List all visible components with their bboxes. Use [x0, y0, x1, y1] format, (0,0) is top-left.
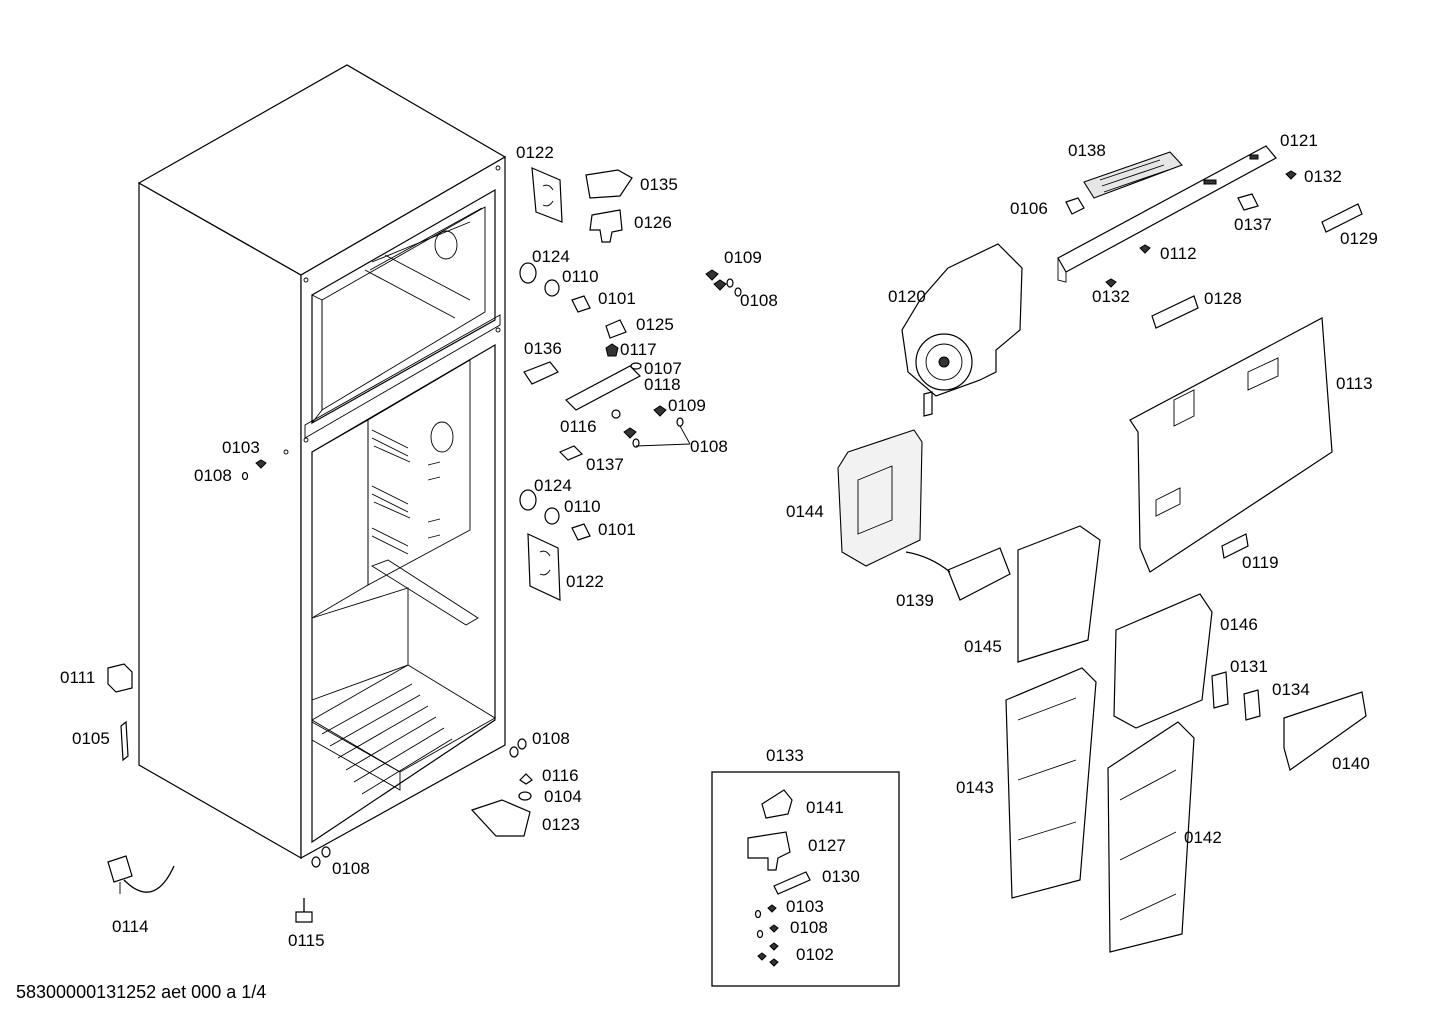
kit-box-frame — [711, 771, 900, 987]
label-0133: 0133 — [766, 746, 804, 765]
label-0138: 0138 — [1068, 141, 1106, 160]
label-0125: 0125 — [636, 315, 674, 334]
label-0102: 0102 — [796, 945, 834, 964]
part-labels: 0122 0135 0126 0124 0110 0101 0125 0109 … — [60, 131, 1378, 964]
label-0114: 0114 — [112, 917, 149, 936]
label-0101-bottom: 0101 — [598, 520, 636, 539]
label-0101-top: 0101 — [598, 289, 636, 308]
label-0124-top: 0124 — [532, 247, 570, 266]
label-0132-top: 0132 — [1304, 167, 1342, 186]
left-small-parts — [107, 167, 742, 923]
label-0140: 0140 — [1332, 754, 1370, 773]
right-parts — [837, 145, 1367, 953]
label-0108-bottom: 0108 — [332, 859, 370, 878]
label-0119: 0119 — [1242, 553, 1279, 572]
label-0129: 0129 — [1340, 229, 1378, 248]
label-0142: 0142 — [1184, 828, 1222, 847]
label-0145: 0145 — [964, 637, 1002, 656]
label-0113: 0113 — [1336, 374, 1373, 393]
label-0103-kit: 0103 — [786, 897, 824, 916]
refrigerator-cabinet — [137, 64, 507, 860]
label-0134: 0134 — [1272, 680, 1310, 699]
label-0104: 0104 — [544, 787, 582, 806]
label-0122-bottom: 0122 — [566, 572, 604, 591]
label-0108-mid: 0108 — [690, 437, 728, 456]
label-0107: 0107 — [644, 359, 682, 378]
label-0116-mid: 0116 — [560, 417, 597, 436]
label-0106: 0106 — [1010, 199, 1048, 218]
kit-box-0133 — [711, 771, 900, 987]
label-0123: 0123 — [542, 815, 580, 834]
label-0117: 0117 — [620, 340, 657, 359]
label-0103-left: 0103 — [222, 438, 260, 457]
label-0121: 0121 — [1280, 131, 1318, 150]
label-0131: 0131 — [1230, 657, 1268, 676]
label-0135: 0135 — [640, 175, 678, 194]
label-0136: 0136 — [524, 339, 562, 358]
label-0111: 0111 — [60, 668, 95, 687]
label-0143: 0143 — [956, 778, 994, 797]
label-0108-top: 0108 — [740, 291, 778, 310]
label-0108-kit: 0108 — [790, 918, 828, 937]
label-0137-right: 0137 — [1234, 215, 1272, 234]
label-0116-bottom: 0116 — [542, 766, 579, 785]
label-0110-bottom: 0110 — [564, 497, 601, 516]
label-0139: 0139 — [896, 591, 934, 610]
label-0122-top: 0122 — [516, 143, 554, 162]
label-0109-mid: 0109 — [668, 396, 706, 415]
label-0141: 0141 — [806, 798, 844, 817]
label-0126: 0126 — [634, 213, 672, 232]
label-0110-top: 0110 — [562, 267, 599, 286]
label-0105: 0105 — [72, 729, 110, 748]
label-0124-bottom: 0124 — [534, 476, 572, 495]
label-0137-left: 0137 — [586, 455, 624, 474]
label-0108-left: 0108 — [194, 466, 232, 485]
label-0144: 0144 — [786, 502, 824, 521]
label-0146: 0146 — [1220, 615, 1258, 634]
label-0120: 0120 — [888, 287, 926, 306]
label-0128: 0128 — [1204, 289, 1242, 308]
label-0132-bottom: 0132 — [1092, 287, 1130, 306]
label-0130: 0130 — [822, 867, 860, 886]
label-0108-bottom-right: 0108 — [532, 729, 570, 748]
label-0115: 0115 — [288, 931, 325, 950]
label-0118: 0118 — [644, 375, 681, 394]
label-0127: 0127 — [808, 836, 846, 855]
document-footer-id: 58300000131252 aet 000 a 1/4 — [16, 982, 266, 1002]
label-0109-top: 0109 — [724, 248, 762, 267]
label-0112: 0112 — [1160, 244, 1197, 263]
